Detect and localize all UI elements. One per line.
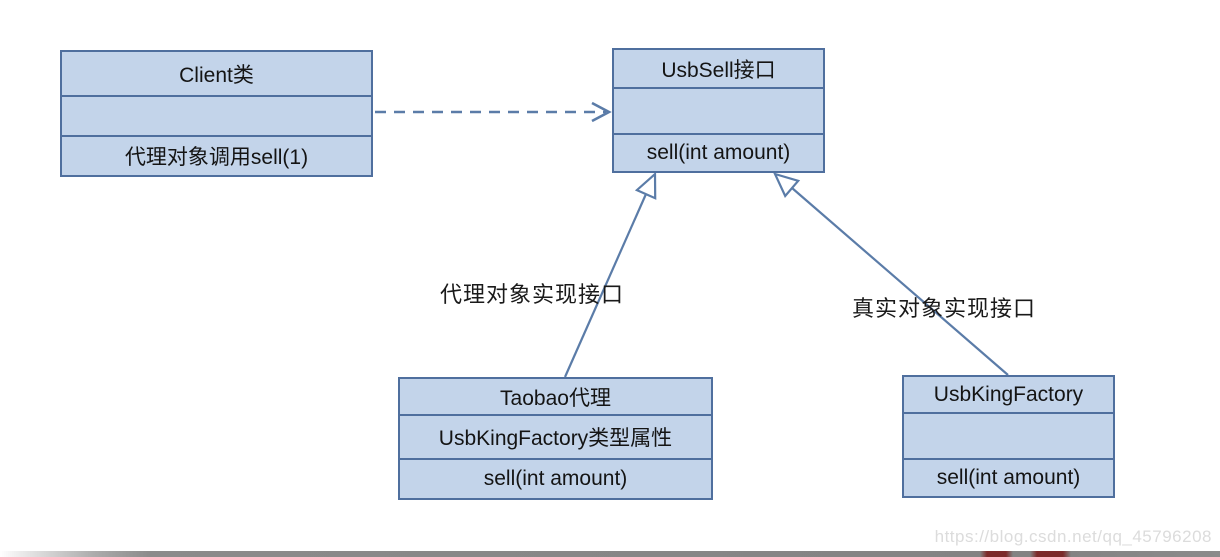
class-methods: sell(int amount) bbox=[400, 458, 711, 498]
class-box-usbking: UsbKingFactory sell(int amount) bbox=[902, 375, 1115, 498]
edge-label-proxy-implements-interface: 代理对象实现接口 bbox=[440, 282, 625, 307]
class-title: UsbSell接口 bbox=[661, 58, 776, 82]
class-attributes: UsbKingFactory类型属性 bbox=[400, 414, 711, 458]
edge-label-real-implements-interface: 真实对象实现接口 bbox=[852, 296, 1037, 321]
class-methods: 代理对象调用sell(1) bbox=[62, 135, 371, 175]
dependency-arrow-client-to-usbsell bbox=[375, 101, 612, 123]
realization-arrow-usbking-to-usbsell bbox=[772, 172, 1009, 376]
class-methods: sell(int amount) bbox=[614, 133, 823, 171]
class-methods: sell(int amount) bbox=[904, 458, 1113, 496]
class-attributes bbox=[614, 87, 823, 133]
class-box-usbsell: UsbSell接口 sell(int amount) bbox=[612, 48, 825, 173]
class-title: Taobao代理 bbox=[500, 386, 611, 410]
class-box-client: Client类 代理对象调用sell(1) bbox=[60, 50, 373, 177]
class-attributes bbox=[62, 95, 371, 135]
class-attributes bbox=[904, 412, 1113, 458]
class-box-taobao: Taobao代理 UsbKingFactory类型属性 sell(int amo… bbox=[398, 377, 713, 500]
csdn-watermark: https://blog.csdn.net/qq_45796208 bbox=[934, 527, 1212, 546]
class-title: UsbKingFactory bbox=[933, 382, 1084, 406]
realization-arrow-taobao-to-usbsell bbox=[563, 171, 657, 378]
bottom-edge-bar bbox=[0, 551, 1220, 557]
class-title: Client类 bbox=[179, 63, 254, 87]
